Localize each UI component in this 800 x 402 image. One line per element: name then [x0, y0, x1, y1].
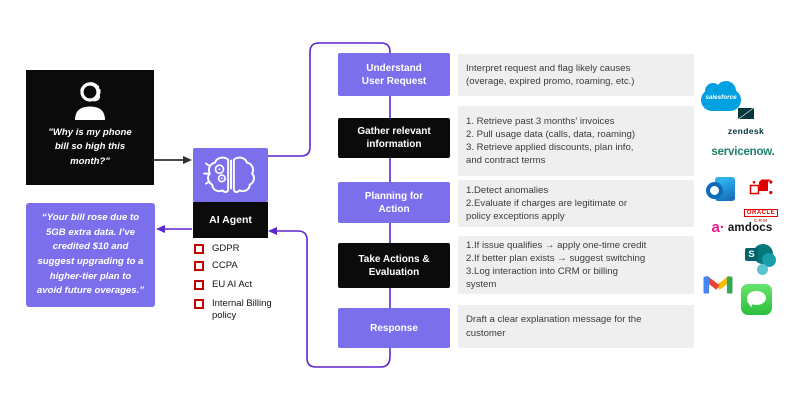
oracle-cubes-icon — [749, 179, 773, 195]
desc-take-actions-evaluation: 1.If issue qualifies → apply one-time cr… — [458, 236, 694, 294]
sharepoint-icon: S — [745, 244, 779, 278]
person-headset-icon — [75, 82, 105, 120]
checkbox-icon — [194, 279, 204, 290]
policy-item-internal-billing: Internal Billing policy — [194, 298, 280, 322]
desc-understand-user-request: Interpret request and flag likely causes… — [458, 54, 694, 96]
customer-query-text: "Why is my phone bill so high this month… — [48, 127, 132, 167]
ai-agent-label: AI Agent — [193, 202, 268, 238]
compliance-checklist: GDPR CCPA EU AI Act Internal Billing pol… — [194, 243, 280, 326]
zendesk-glyph-icon — [738, 108, 754, 119]
messages-icon — [741, 284, 772, 315]
step-response: Response — [338, 308, 450, 348]
checkbox-icon — [194, 260, 204, 271]
step-take-actions-evaluation: Take Actions & Evaluation — [338, 243, 450, 288]
step-understand-user-request: Understand User Request — [338, 53, 450, 96]
zendesk-icon: zendesk — [724, 107, 768, 136]
agent-response-quote: “Your bill rose due to 5GB extra data. I… — [26, 203, 155, 307]
outlook-icon — [706, 176, 736, 203]
checkbox-icon — [194, 298, 204, 309]
query-arrowhead — [183, 156, 192, 164]
oracle-crm-icon: ORACLE CRM — [742, 179, 780, 224]
gmail-icon — [703, 274, 733, 296]
loop-arrowhead-into-agent — [268, 227, 277, 235]
desc-gather-relevant-information: 1. Retrieve past 3 months' invoices 2. P… — [458, 106, 694, 176]
ai-agent-box — [193, 148, 268, 202]
amdocs-icon: a· amdocs — [711, 219, 773, 236]
desc-response: Draft a clear explanation message for th… — [458, 305, 694, 348]
policy-item-ccpa: CCPA — [194, 260, 280, 272]
policy-item-gdpr: GDPR — [194, 243, 280, 255]
step-planning-for-action: Planning for Action — [338, 182, 450, 223]
response-arrowhead — [156, 225, 165, 233]
brain-icon — [202, 156, 255, 194]
desc-planning-for-action: 1.Detect anomalies 2.Evaluate if charges… — [458, 180, 694, 227]
checkbox-icon — [194, 244, 204, 254]
customer-query-box: "Why is my phone bill so high this month… — [26, 70, 154, 185]
step-gather-relevant-information: Gather relevant information — [338, 118, 450, 158]
salesforce-icon: salesforce — [701, 81, 741, 111]
policy-item-eu-ai-act: EU AI Act — [194, 279, 280, 291]
servicenow-icon: servicenow. — [711, 146, 775, 158]
